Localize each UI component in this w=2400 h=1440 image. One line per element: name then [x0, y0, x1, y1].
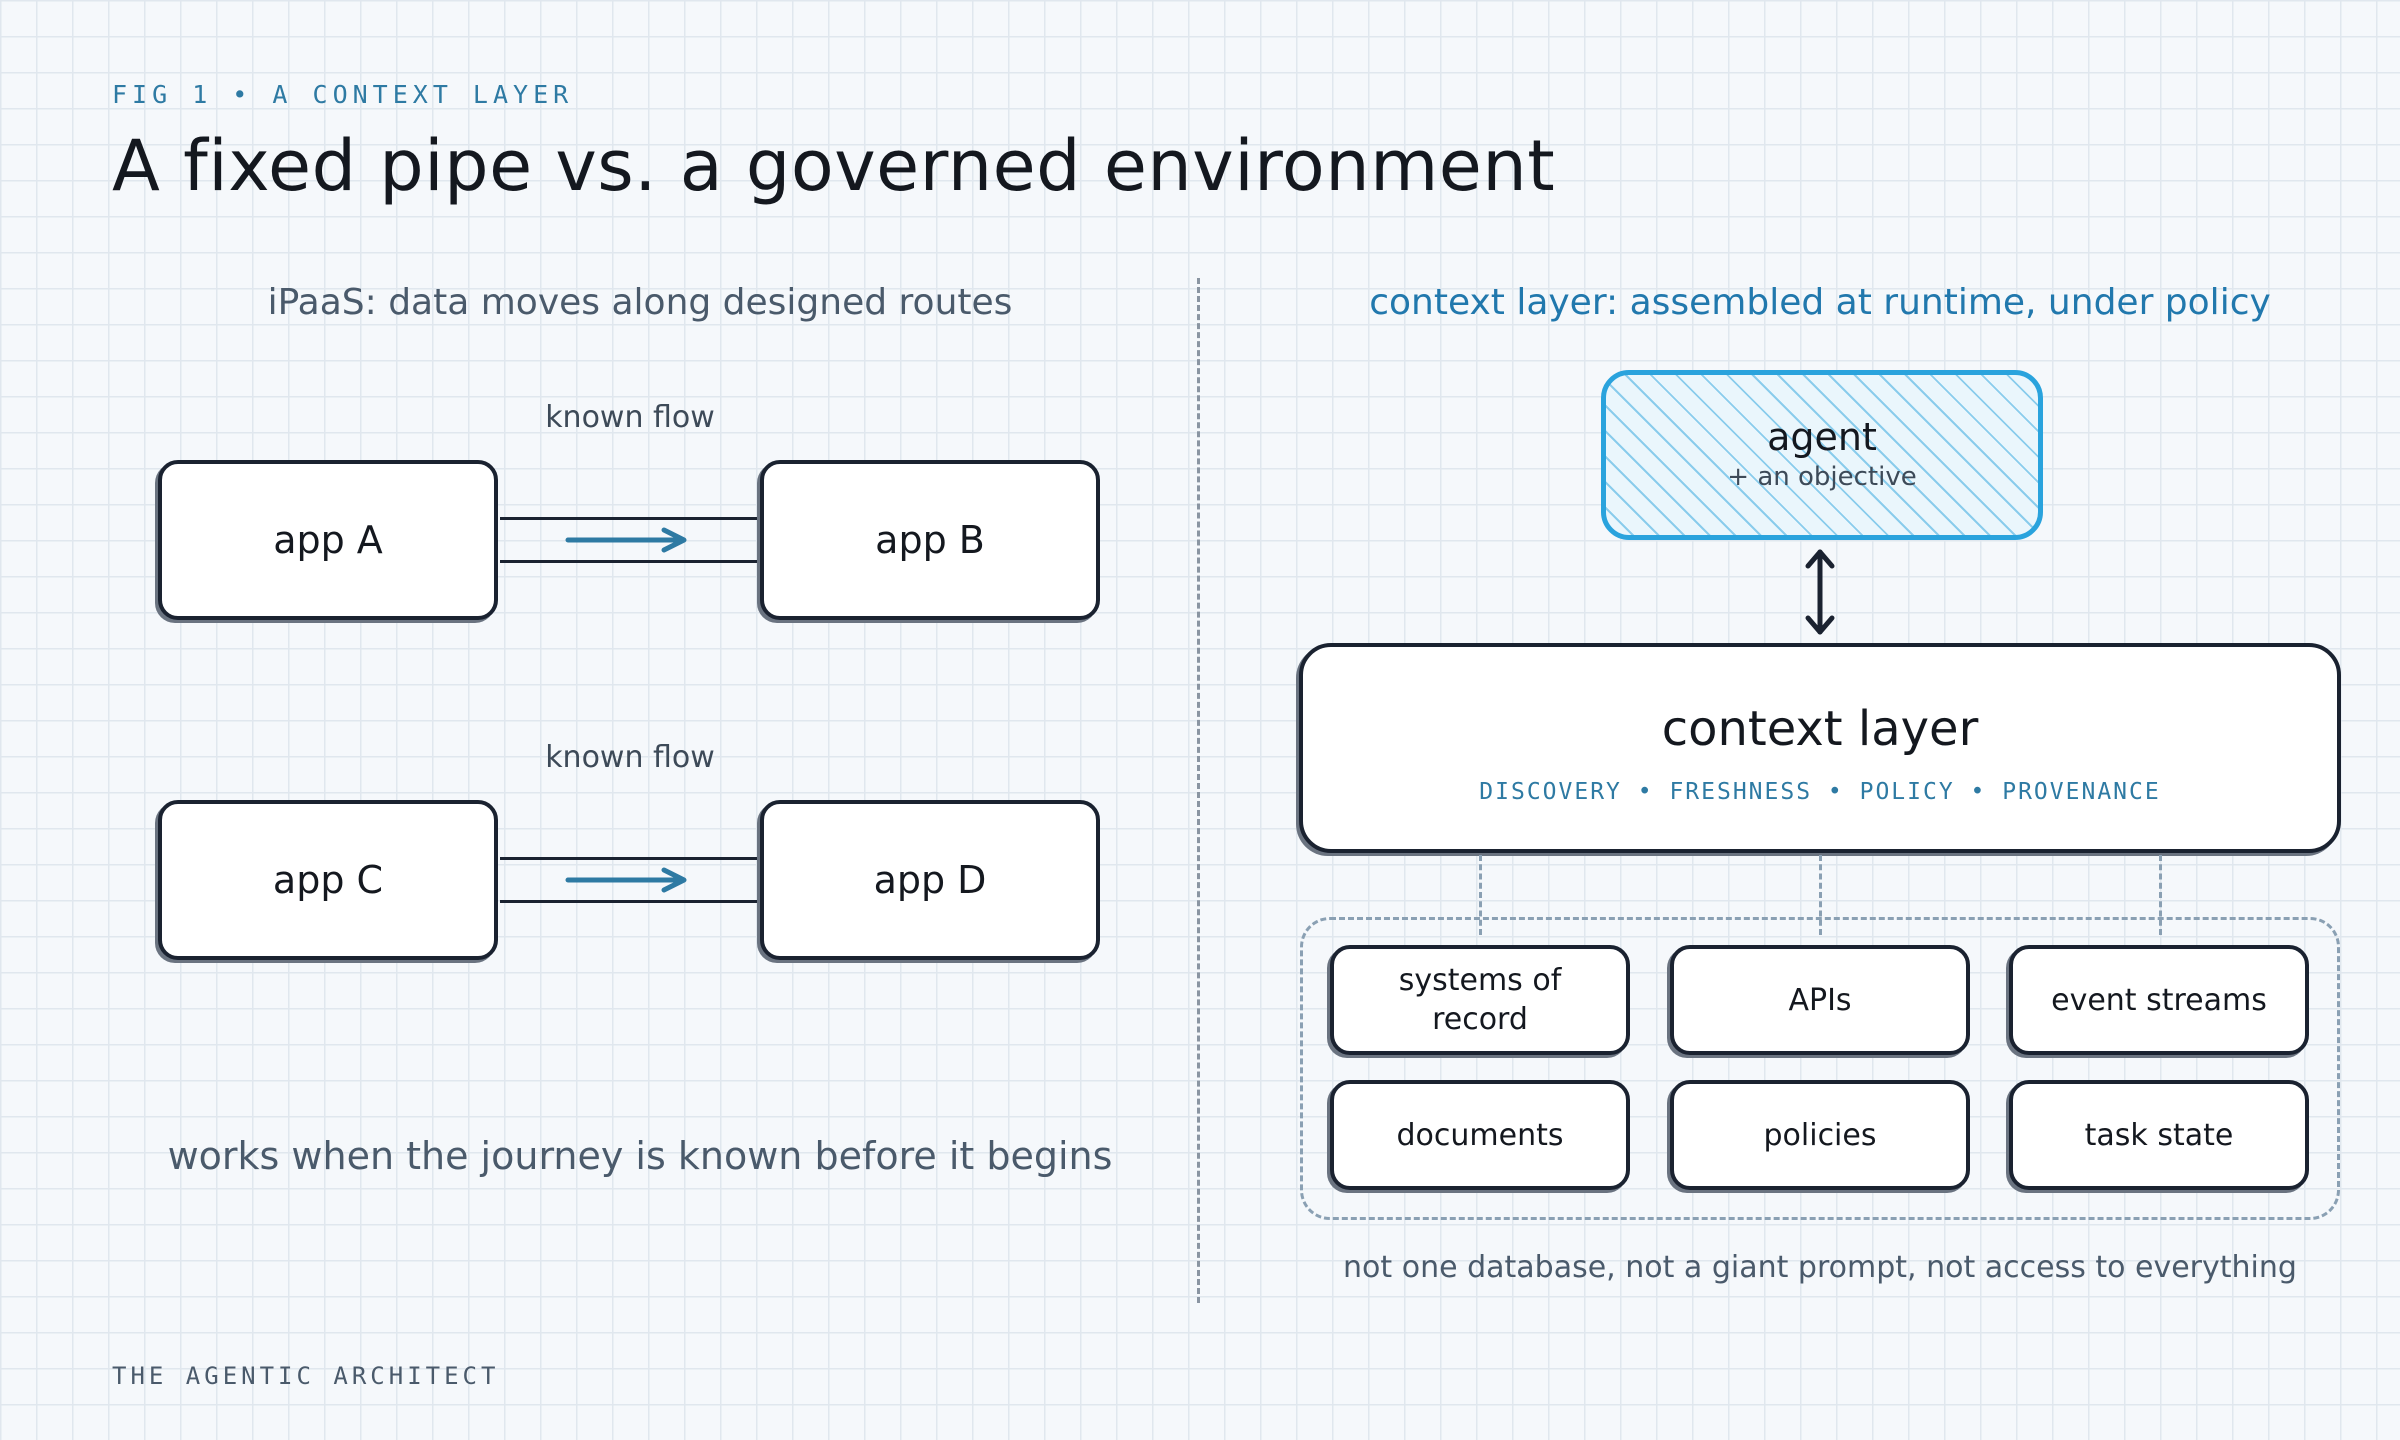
left-panel-heading: iPaaS: data moves along designed routes	[267, 282, 1013, 323]
panel-divider	[1197, 278, 1200, 1303]
context-layer-box: context layer DISCOVERY • FRESHNESS • PO…	[1299, 643, 2341, 853]
context-layer-pillars: DISCOVERY • FRESHNESS • POLICY • PROVENA…	[1479, 779, 2161, 805]
source-box: event streams	[2009, 945, 2309, 1055]
pipe	[500, 857, 762, 903]
source-box: systems of record	[1330, 945, 1630, 1055]
agent-subtitle: + an objective	[1727, 461, 1917, 492]
arrow-right-icon	[565, 867, 687, 893]
agent-title: agent	[1767, 415, 1877, 460]
arrow-right-icon	[565, 527, 687, 553]
brand-label: THE AGENTIC ARCHITECT	[112, 1362, 500, 1390]
pipe	[500, 517, 762, 563]
flow-label: known flow	[545, 740, 715, 775]
source-box: documents	[1330, 1080, 1630, 1190]
app-box: app A	[158, 460, 498, 620]
app-box: app B	[760, 460, 1100, 620]
context-layer-title: context layer	[1661, 701, 1979, 757]
source-box: policies	[1670, 1080, 1970, 1190]
right-panel-footnote: not one database, not a giant prompt, no…	[1343, 1250, 2297, 1285]
figure-title: A fixed pipe vs. a governed environment	[112, 125, 1556, 207]
connector-line	[1479, 855, 1482, 935]
connector-line	[1819, 855, 1822, 935]
left-panel-footnote: works when the journey is known before i…	[167, 1134, 1113, 1178]
right-panel-heading: context layer: assembled at runtime, und…	[1369, 282, 2271, 323]
figure-label: FIG 1 • A CONTEXT LAYER	[112, 80, 574, 109]
app-box: app C	[158, 800, 498, 960]
agent-box: agent + an objective	[1601, 370, 2043, 540]
source-box: APIs	[1670, 945, 1970, 1055]
connector-line	[2159, 855, 2162, 935]
bidirectional-arrow-icon	[1805, 549, 1835, 635]
source-box: task state	[2009, 1080, 2309, 1190]
sources-group-frame	[1300, 917, 2340, 1220]
flow-label: known flow	[545, 400, 715, 435]
app-box: app D	[760, 800, 1100, 960]
